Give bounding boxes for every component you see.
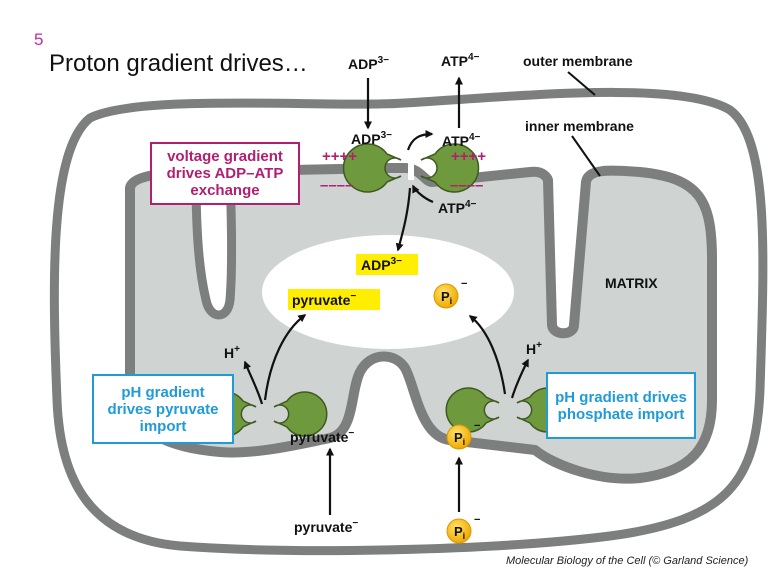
pyruvate-matrix-highlight <box>288 289 380 310</box>
outer-membrane-label: outer membrane <box>523 53 633 69</box>
h-pyruvate-arrow <box>243 360 264 405</box>
pyruvate-in-arrow <box>263 314 307 401</box>
slide-number: 5 <box>34 30 44 49</box>
pyruvate-cytosol-label: pyruvate− <box>294 518 358 535</box>
adp-atp-transporter <box>342 143 480 193</box>
plus-charges-right: ++++ <box>451 148 486 165</box>
phosphate-in-arrow <box>468 315 507 395</box>
pi-matrix-label: Pi <box>441 289 452 306</box>
atp-cytosol-label: ATP4− <box>441 52 480 69</box>
adp-intermembrane-label: ADP3− <box>351 130 392 147</box>
pyruvate-import-box: pH gradient drives pyruvate import <box>92 374 234 444</box>
crista <box>191 171 236 320</box>
plus-charges-left: ++++ <box>322 148 357 165</box>
pi-cytosol-charge: − <box>474 514 480 526</box>
outer-membrane-pointer <box>567 71 596 96</box>
pi-intermembrane-circle <box>446 424 472 450</box>
pyruvate-intermembrane-label: pyruvate− <box>290 428 354 445</box>
minus-charges-left: –––– <box>320 177 353 194</box>
minus-charges-right: –––– <box>450 177 483 194</box>
adp-matrix-label: ADP3− <box>361 256 402 273</box>
inner-membrane-pointer <box>571 135 601 177</box>
atp-matrix-arrow <box>412 184 434 204</box>
pi-matrix-circle <box>433 283 459 309</box>
adp-matrix-highlight <box>356 254 418 275</box>
inner-membrane-label: inner membrane <box>525 118 634 134</box>
pyruvate-matrix-label: pyruvate− <box>292 291 356 308</box>
adp-matrix-arrow <box>395 187 412 252</box>
h-plus-left: H+ <box>224 344 240 361</box>
atp-matrix-label: ATP4− <box>438 199 477 216</box>
slide-title: Proton gradient drives… <box>49 50 308 77</box>
pi-intermembrane-label: Pi <box>454 430 465 447</box>
pi-matrix-charge: − <box>461 278 467 290</box>
matrix-label: MATRIX <box>605 275 658 291</box>
atp-intermembrane-label: ATP4− <box>442 132 481 149</box>
voltage-gradient-box: voltage gradient drives ADP–ATP exchange <box>150 142 300 205</box>
phosphate-import-box: pH gradient drives phosphate import <box>546 372 696 439</box>
h-plus-right: H+ <box>526 340 542 357</box>
h-phosphate-arrow <box>510 358 529 399</box>
adp-cytosol-label: ADP3− <box>348 55 389 72</box>
pi-cytosol-circle <box>446 518 472 544</box>
atp-exit-arrow <box>406 130 434 151</box>
pi-intermembrane-charge: − <box>474 420 480 432</box>
credit-line: Molecular Biology of the Cell (© Garland… <box>506 555 749 567</box>
matrix-center <box>262 235 514 349</box>
pi-cytosol-label: Pi <box>454 524 465 541</box>
